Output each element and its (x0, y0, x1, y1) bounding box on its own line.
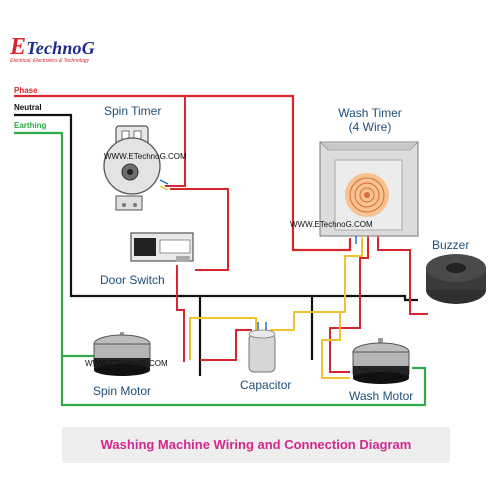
phase-to-spin-timer (165, 96, 186, 187)
spin-timer-to-door (170, 188, 229, 271)
phase-wire (14, 94, 352, 252)
watermark-2: WWW.ETechnoG.COM (290, 220, 373, 229)
neutral-wire (14, 113, 418, 302)
wash-timer-label-line1: Wash Timer (338, 106, 402, 120)
red-to-capacitor (200, 329, 252, 361)
spin-timer-label: Spin Timer (104, 104, 162, 118)
door-to-motors (176, 265, 185, 362)
logo-tagline: Electrical, Electronics & Technology (10, 58, 90, 64)
earth-wire-bottom (60, 356, 427, 407)
watermark-3: WWW.ETechnoG.COM (85, 359, 168, 368)
wash-motor-device (352, 338, 410, 384)
wash-motor-label: Wash Motor (349, 389, 414, 403)
phase-label: Phase (14, 86, 38, 95)
door-switch-device (130, 232, 194, 262)
buzzer-label: Buzzer (432, 238, 470, 252)
earthing-label: Earthing (14, 121, 47, 130)
spin-motor-label: Spin Motor (93, 384, 152, 398)
spin-timer-device (103, 125, 169, 211)
caption-box: Washing Machine Wiring and Connection Di… (62, 427, 450, 463)
buzzer-device (426, 254, 486, 304)
wash-timer-label-line2: (4 Wire) (348, 120, 392, 134)
yellow-wire-wash (270, 238, 363, 331)
wash-timer-red-1 (329, 238, 369, 352)
capacitor-label: Capacitor (240, 378, 292, 392)
door-switch-label: Door Switch (100, 273, 165, 287)
watermark-1: WWW.ETechnoG.COM (104, 152, 187, 161)
neutral-label: Neutral (14, 103, 42, 112)
wash-timer-device (319, 141, 419, 244)
spin-motor-device (93, 332, 151, 376)
wash-timer-red-2 (377, 238, 428, 315)
diagram-caption: Washing Machine Wiring and Connection Di… (100, 437, 412, 452)
wash-timer-label: Wash Timer (4 Wire) (330, 106, 410, 134)
logo-initial: E (10, 34, 27, 60)
wash-motor-red (329, 352, 350, 373)
etechnog-logo: ETechnoG Electrical, Electronics & Techn… (10, 35, 95, 64)
earth-wire (14, 131, 96, 358)
yellow-wire-wash-2 (321, 312, 350, 379)
capacitor-device (248, 322, 276, 373)
yellow-wire-capacitor (189, 317, 257, 360)
logo-name: TechnoG (26, 38, 95, 58)
